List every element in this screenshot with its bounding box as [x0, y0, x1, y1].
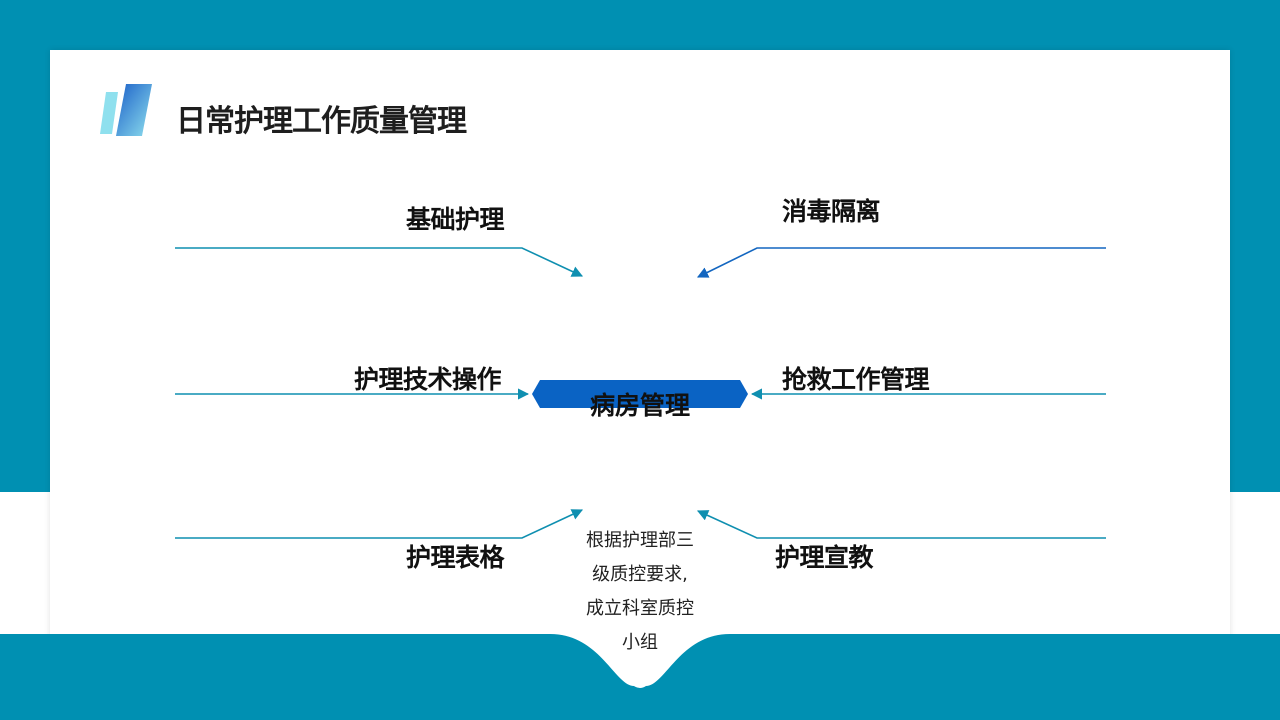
branch-label-bottom-left: 护理表格 — [406, 543, 505, 572]
branch-label-top-right: 消毒隔离 — [782, 197, 881, 226]
branch-label-mid-left: 护理技术操作 — [354, 365, 502, 394]
note-line: 根据护理部三 — [586, 530, 694, 551]
content-card — [50, 50, 1230, 690]
note-line: 小组 — [622, 632, 658, 653]
branch-label-bottom-right: 护理宣教 — [775, 543, 874, 572]
center-node-label: 病房管理 — [589, 391, 690, 420]
title-decoration-icon — [100, 84, 152, 136]
center-hexagon-box — [532, 380, 748, 408]
connector-bottom-left — [175, 509, 584, 539]
note-line: 成立科室质控 — [586, 598, 694, 619]
bottom-wave-shape — [0, 634, 1280, 720]
connector-top-right — [696, 247, 1106, 278]
bottom-wave-band — [0, 634, 1280, 720]
page-title: 日常护理工作质量管理 — [176, 104, 467, 139]
branch-label-mid-right: 抢救工作管理 — [782, 365, 930, 394]
connector-bottom-right — [696, 510, 1106, 539]
note-text: 根据护理部三 级质控要求, 成立科室质控 小组 — [578, 524, 702, 660]
note-line: 级质控要求, — [592, 564, 688, 585]
branch-label-top-left: 基础护理 — [406, 205, 505, 234]
connector-top-left — [175, 247, 584, 277]
